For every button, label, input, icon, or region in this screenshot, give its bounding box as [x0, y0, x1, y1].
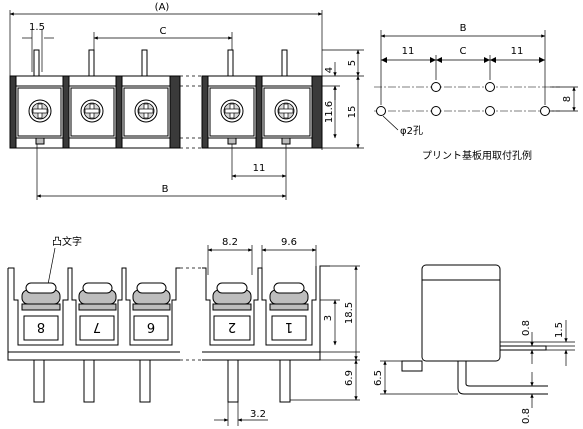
- side-view: 6.5 0.8 1.5 0.8: [373, 264, 575, 424]
- hole-icon: [540, 106, 550, 116]
- screw-icon: [80, 99, 104, 123]
- screw-icon: [220, 99, 244, 123]
- hole-icon: [431, 82, 441, 92]
- dim-4-label: 4: [324, 67, 335, 73]
- front-body: [9, 75, 323, 149]
- dim-11-label: 11: [253, 163, 266, 174]
- hole-icon: [485, 106, 495, 116]
- side-dim-1-5-label: 1.5: [554, 322, 565, 338]
- side-dim-6-5-label: 6.5: [373, 370, 384, 386]
- emboss-label: 凸文字: [52, 235, 82, 248]
- hole-size-label: φ2孔: [400, 125, 423, 137]
- dim-15-label: 15: [347, 106, 358, 119]
- terminal-numbers: 8 7 6 2 1: [37, 319, 293, 334]
- screw-icon: [274, 99, 298, 123]
- terminal-plates: [23, 315, 307, 341]
- dim-3-label: 3: [323, 315, 334, 321]
- dim-9-6-label: 9.6: [281, 237, 297, 248]
- side-body: [421, 264, 501, 362]
- bottom-screws: [21, 282, 309, 311]
- pcb-dim-B-label: B: [460, 23, 467, 34]
- dim-1-5-label: 1.5: [29, 22, 45, 33]
- dim-B-label: B: [162, 184, 169, 195]
- pcb-dim-8-label: 8: [562, 96, 573, 102]
- terminal-number: 6: [147, 319, 155, 334]
- bottom-pins: [33, 359, 291, 403]
- leader-line: [382, 115, 399, 131]
- hole-icon: [376, 106, 386, 116]
- dim-11-6-label: 11.6: [324, 101, 335, 123]
- dim-3-2-label: 3.2: [250, 409, 266, 420]
- terminal-number: 1: [285, 319, 293, 334]
- bottom-modules: [8, 266, 320, 353]
- terminal-number: 7: [93, 319, 101, 334]
- bottom-view: 凸文字 8.2 9.6: [7, 235, 360, 426]
- hole-icon: [485, 82, 495, 92]
- mount-holes: [376, 82, 550, 116]
- pcb-caption: プリント基板用取付孔例: [422, 149, 532, 162]
- top-pins: [33, 49, 288, 77]
- pcb-dim-11-left-label: 11: [402, 46, 415, 57]
- terminal-number: 2: [228, 319, 236, 334]
- screw-icon: [28, 99, 52, 123]
- dim-6-9-label: 6.9: [344, 370, 355, 386]
- dim-8-2-label: 8.2: [222, 237, 238, 248]
- terminal-number: 8: [37, 319, 45, 334]
- front-view: (A) 1.5 C: [9, 2, 364, 200]
- pcb-hole-layout: B 11 C 11 8 φ2孔 プリント基板用取付孔例: [374, 23, 578, 162]
- pcb-dim-C-label: C: [460, 46, 467, 57]
- side-dim-0-8-top-label: 0.8: [521, 320, 532, 336]
- side-terminal: [499, 345, 547, 351]
- hole-icon: [431, 106, 441, 116]
- side-dim-0-8-bottom-label: 0.8: [521, 408, 532, 424]
- screw-icon: [134, 99, 158, 123]
- dim-18-5-label: 18.5: [344, 302, 355, 324]
- dim-5-label: 5: [347, 60, 358, 66]
- pcb-dim-11-right-label: 11: [511, 46, 524, 57]
- dim-A-label: (A): [155, 2, 170, 13]
- dim-C-label: C: [160, 26, 167, 37]
